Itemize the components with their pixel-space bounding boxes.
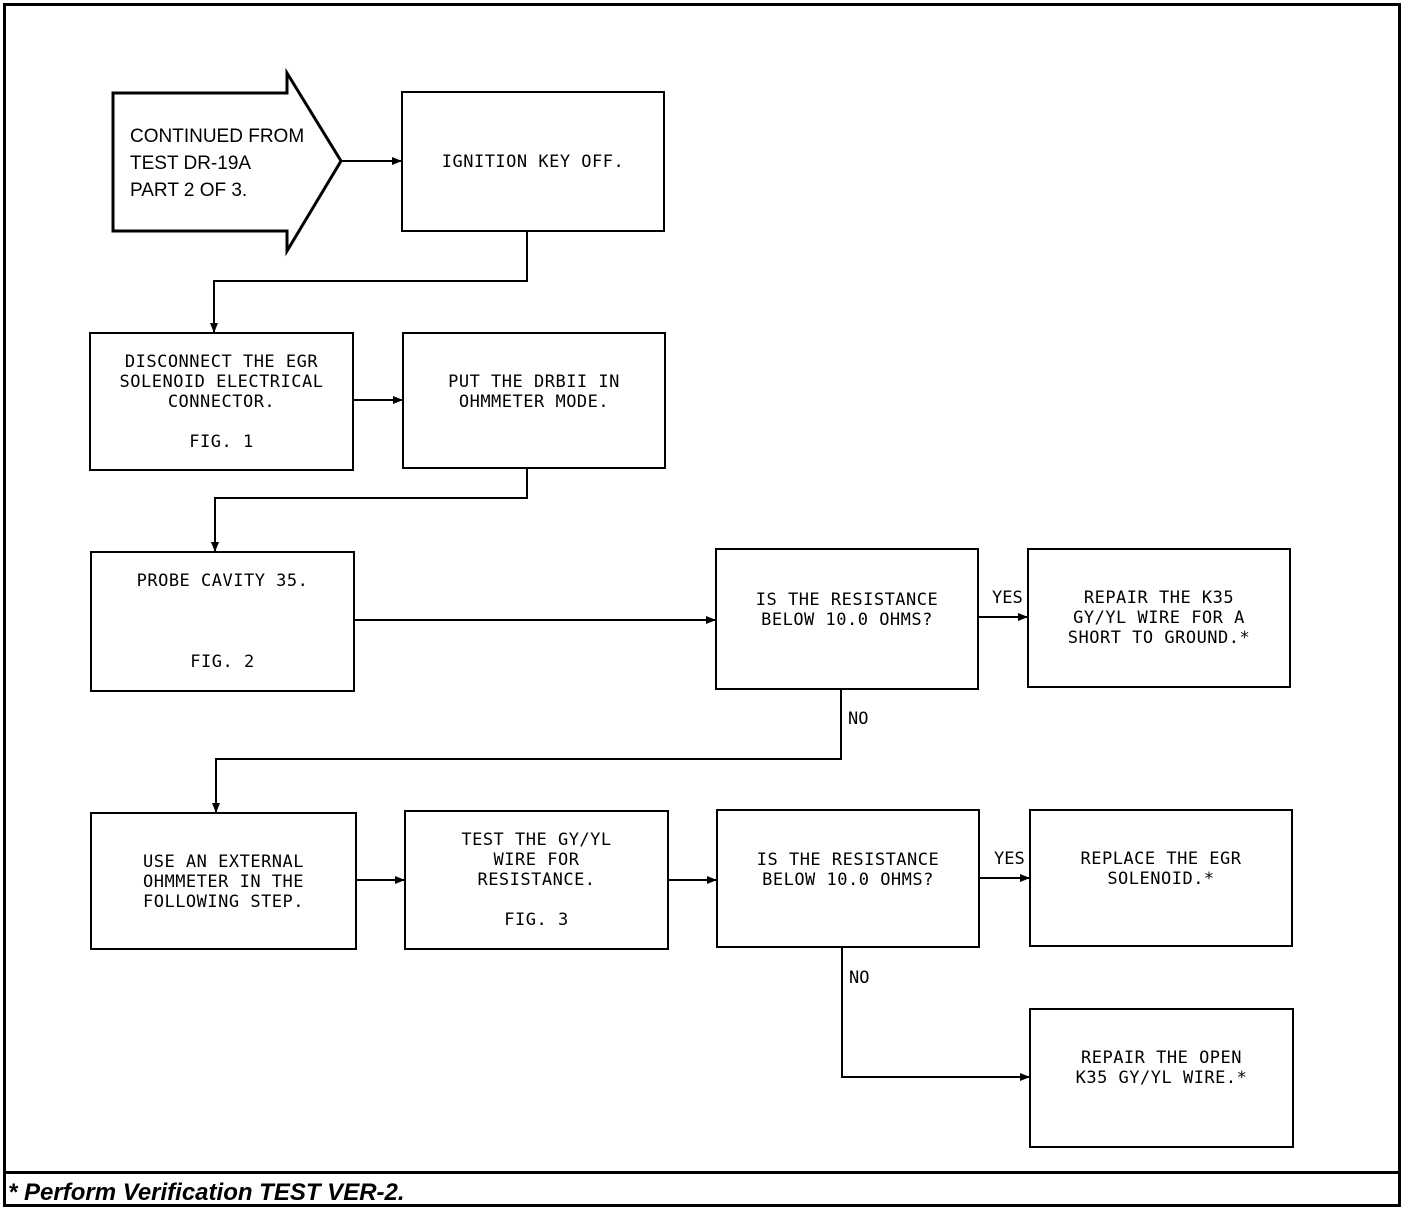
no-label: NO (848, 709, 869, 729)
decision-text: IS THE RESISTANCE BELOW 10.0 OHMS? (755, 590, 939, 630)
step-text: IGNITION KEY OFF. (441, 152, 625, 172)
step-text: PUT THE DRBII IN OHMMETER MODE. (448, 372, 620, 412)
result-repair-open: REPAIR THE OPEN K35 GY/YL WIRE.* (1029, 1008, 1294, 1148)
arrow-question2-no (841, 947, 1030, 1081)
step-text: PROBE CAVITY 35. (136, 571, 309, 591)
arrow-question1-no (212, 689, 842, 813)
footer-divider (3, 1171, 1401, 1174)
step-probe-cavity: PROBE CAVITY 35. FIG. 2 (90, 551, 355, 692)
decision-resistance-1: IS THE RESISTANCE BELOW 10.0 OHMS? (715, 548, 979, 690)
result-text: REPAIR THE OPEN K35 GY/YL WIRE.* (1075, 1048, 1248, 1088)
figure-reference: FIG. 3 (504, 910, 569, 930)
figure-reference: FIG. 2 (190, 652, 255, 672)
footer-note: * Perform Verification TEST VER-2. (8, 1179, 405, 1206)
result-text: REPLACE THE EGR SOLENOID.* (1080, 849, 1242, 889)
step-text: DISCONNECT THE EGR SOLENOID ELECTRICAL C… (119, 352, 324, 412)
start-arrow-label: CONTINUED FROM TEST DR-19A PART 2 OF 3. (130, 126, 305, 201)
step-disconnect-connector: DISCONNECT THE EGR SOLENOID ELECTRICAL C… (89, 332, 354, 471)
no-label: NO (849, 968, 870, 988)
step-external-ohmmeter: USE AN EXTERNAL OHMMETER IN THE FOLLOWIN… (90, 812, 357, 950)
yes-label: YES (994, 849, 1025, 869)
step-text: TEST THE GY/YL WIRE FOR RESISTANCE. (461, 830, 612, 890)
arrow-drbii-to-probe (211, 469, 528, 552)
result-repair-short: REPAIR THE K35 GY/YL WIRE FOR A SHORT TO… (1027, 548, 1291, 688)
yes-label: YES (992, 588, 1023, 608)
step-drbii-ohmmeter: PUT THE DRBII IN OHMMETER MODE. (402, 332, 666, 469)
arrow-ignition-to-disconnect (210, 231, 528, 333)
start-arrow-shape (111, 67, 343, 257)
result-text: REPAIR THE K35 GY/YL WIRE FOR A SHORT TO… (1067, 588, 1251, 648)
step-text: USE AN EXTERNAL OHMMETER IN THE FOLLOWIN… (142, 852, 305, 912)
result-replace-solenoid: REPLACE THE EGR SOLENOID.* (1029, 809, 1293, 947)
decision-resistance-2: IS THE RESISTANCE BELOW 10.0 OHMS? (716, 809, 980, 948)
figure-reference: FIG. 1 (189, 432, 254, 452)
diagram-frame (3, 3, 1401, 1207)
step-test-wire: TEST THE GY/YL WIRE FOR RESISTANCE. FIG.… (404, 810, 669, 950)
step-ignition-key-off: IGNITION KEY OFF. (401, 91, 665, 232)
decision-text: IS THE RESISTANCE BELOW 10.0 OHMS? (756, 850, 940, 890)
